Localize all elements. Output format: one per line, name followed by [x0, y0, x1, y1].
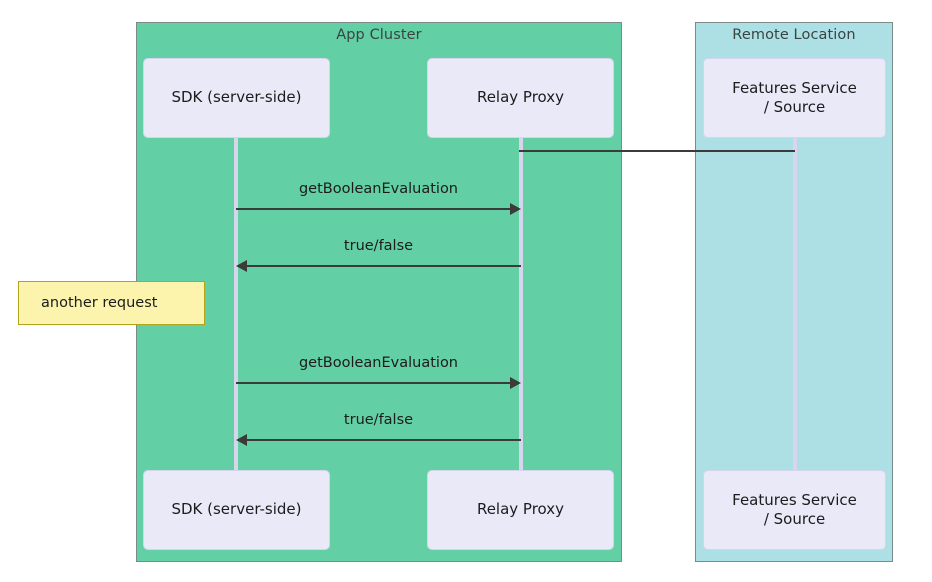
lifeline-features-service	[793, 138, 797, 470]
participant-relay-proxy-top[interactable]: Relay Proxy	[427, 58, 614, 138]
lifeline-sdk	[234, 138, 238, 470]
participant-features-service-bottom[interactable]: Features Service / Source	[703, 470, 886, 550]
participant-sdk-top-label: SDK (server-side)	[171, 88, 302, 107]
message-line-1	[236, 208, 511, 210]
message-label-2: true/false	[343, 238, 414, 254]
participant-features-service-top-label-line1: Features Service	[732, 78, 857, 97]
connector-relay-to-features	[519, 150, 795, 152]
participant-features-service-top-label-line2: / Source	[763, 98, 826, 116]
group-remote-location-label: Remote Location	[732, 27, 856, 43]
participant-features-service-bottom-label-line1: Features Service	[732, 490, 857, 509]
message-line-3	[236, 382, 511, 384]
message-label-1: getBooleanEvaluation	[298, 181, 459, 197]
participant-relay-proxy-bottom[interactable]: Relay Proxy	[427, 470, 614, 550]
message-arrowhead-4	[236, 434, 247, 446]
note-another-request: another request	[18, 281, 205, 325]
message-label-3: getBooleanEvaluation	[298, 355, 459, 371]
participant-features-service-bottom-label-line2: / Source	[763, 510, 826, 528]
message-line-2	[247, 265, 521, 267]
participant-sdk-bottom-label: SDK (server-side)	[171, 500, 302, 519]
participant-features-service-top[interactable]: Features Service / Source	[703, 58, 886, 138]
group-app-cluster-label: App Cluster	[336, 27, 422, 43]
note-another-request-label: another request	[41, 295, 158, 311]
participant-sdk-top[interactable]: SDK (server-side)	[143, 58, 330, 138]
lifeline-relay-proxy	[519, 138, 523, 470]
message-arrowhead-2	[236, 260, 247, 272]
participant-sdk-bottom[interactable]: SDK (server-side)	[143, 470, 330, 550]
message-arrowhead-1	[510, 203, 521, 215]
message-label-4: true/false	[343, 412, 414, 428]
participant-relay-proxy-bottom-label: Relay Proxy	[476, 500, 565, 519]
participant-relay-proxy-top-label: Relay Proxy	[476, 88, 565, 107]
message-line-4	[247, 439, 521, 441]
message-arrowhead-3	[510, 377, 521, 389]
